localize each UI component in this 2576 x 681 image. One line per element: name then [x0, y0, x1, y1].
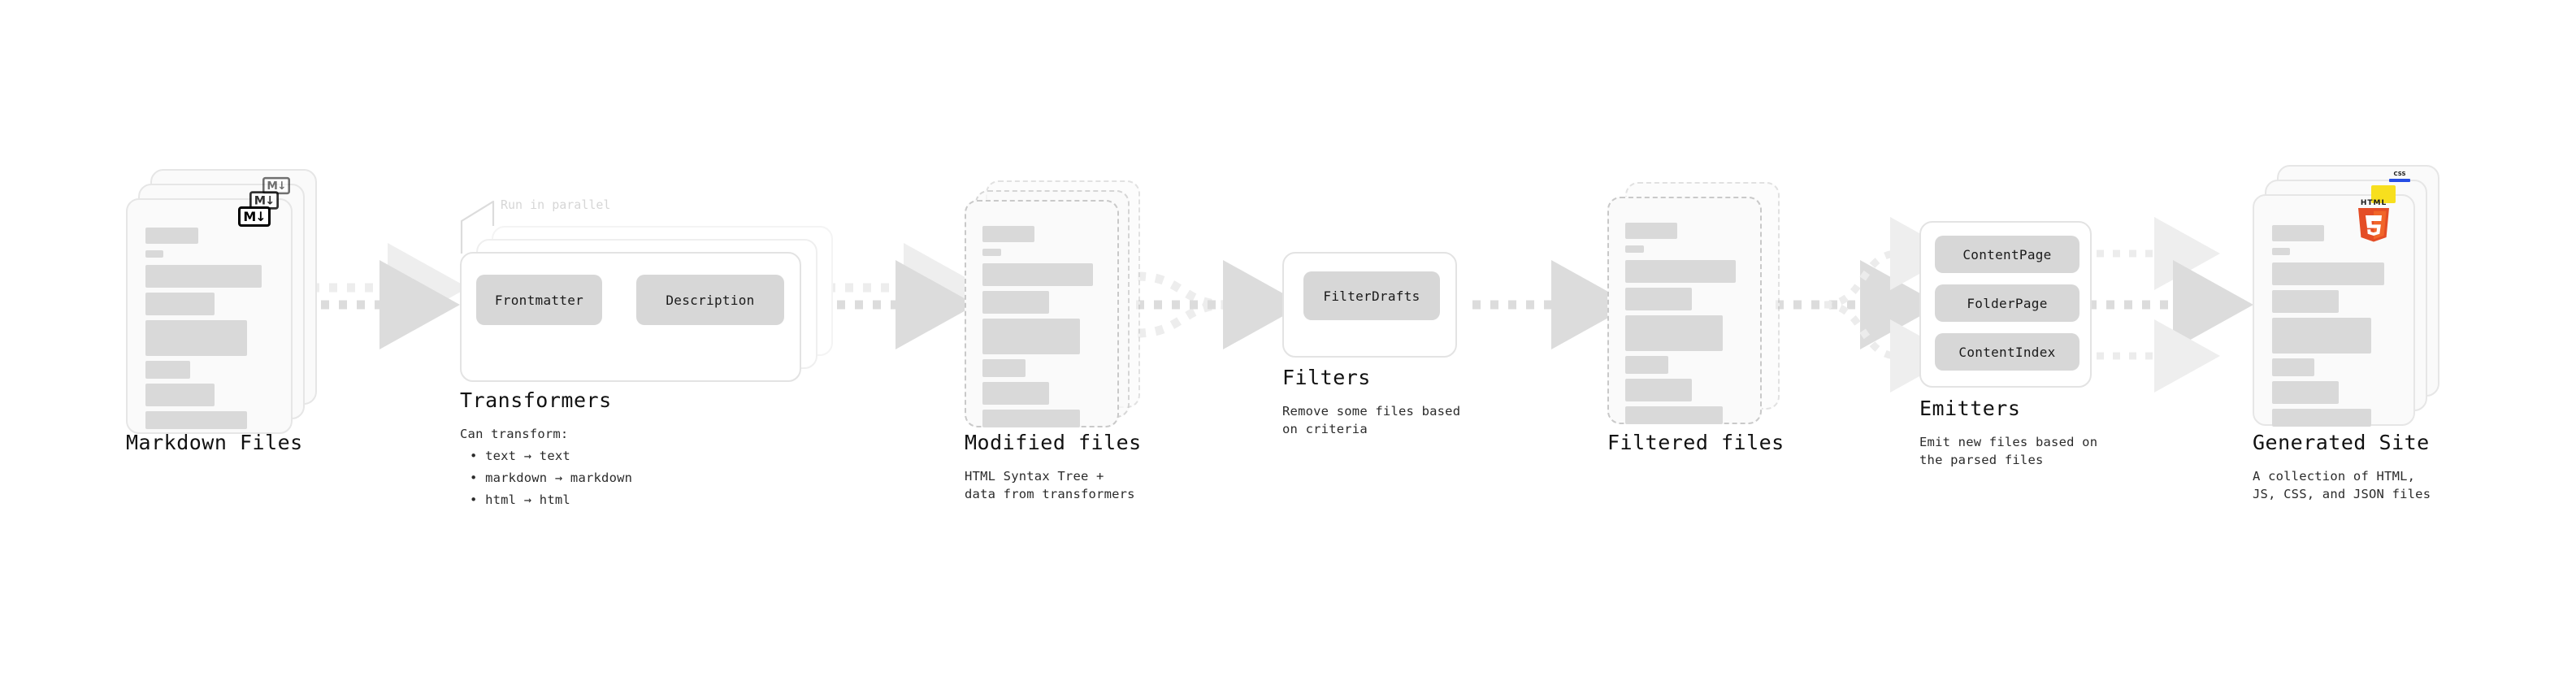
emitter-pill-contentindex[interactable]: ContentIndex [1935, 333, 2079, 371]
filters-panel: FilterDrafts [1282, 252, 1457, 358]
stage-title-filtered-files: Filtered files [1607, 431, 1785, 454]
markdown-icon-letter: M [254, 193, 266, 207]
skeleton-bar [1625, 223, 1677, 239]
skeleton-bar [982, 382, 1049, 405]
css3-icon: CSS [2389, 171, 2410, 182]
skeleton-bar [1625, 406, 1723, 424]
markdown-icon-letter: M [243, 208, 256, 224]
connector-markdown-to-transformers [303, 243, 468, 349]
emitters-panel: ContentPage FolderPage ContentIndex [1919, 221, 2092, 388]
skeleton-bar [145, 293, 215, 315]
skeleton-bar [145, 411, 247, 429]
stage-title-filters: Filters [1282, 366, 1371, 389]
markdown-icon: M↓ [238, 206, 271, 227]
skeleton-bar [1625, 356, 1668, 374]
skeleton-bar [1625, 245, 1644, 253]
html5-icon: HTML [2355, 200, 2392, 242]
stage-title-markdown-files: Markdown Files [126, 431, 303, 454]
css3-icon-label: CSS [2393, 171, 2406, 177]
skeleton-bar [982, 410, 1080, 427]
skeleton-bar [1625, 379, 1692, 401]
skeleton-bar [145, 228, 198, 244]
stage-title-modified-files: Modified files [965, 431, 1142, 454]
emitter-pill-contentpage[interactable]: ContentPage [1935, 236, 2079, 273]
stage-title-emitters: Emitters [1919, 397, 2021, 420]
skeleton-bar [982, 226, 1034, 242]
html5-icon-wordmark: HTML [2360, 199, 2387, 207]
skeleton-bar [2272, 381, 2339, 404]
modified-card-front [965, 200, 1119, 427]
js-icon [2371, 185, 2396, 203]
transformers-bullet-1: • markdown → markdown [470, 471, 633, 485]
generated-card-front-html [2253, 194, 2415, 427]
filter-pill-filterdrafts[interactable]: FilterDrafts [1303, 271, 1440, 320]
skeleton-bar [145, 265, 262, 288]
skeleton-bar [1625, 315, 1723, 351]
run-in-parallel-label: Run in parallel [501, 197, 611, 212]
transformer-pill-description[interactable]: Description [636, 275, 784, 325]
filtered-card-front [1607, 197, 1762, 424]
transformers-subtitle: Can transform: [460, 427, 569, 441]
generated-site-subtitle: A collection of HTML, JS, CSS, and JSON … [2253, 469, 2431, 502]
skeleton-bar [2272, 318, 2371, 354]
skeleton-bar [982, 249, 1001, 256]
markdown-card-front [126, 198, 293, 434]
skeleton-bar [2272, 409, 2371, 427]
skeleton-bar [2272, 262, 2384, 285]
skeleton-bar [982, 263, 1093, 286]
css3-icon-bar [2389, 179, 2410, 182]
skeleton-bar [2272, 290, 2339, 313]
transformers-bullet-2: • html → html [470, 492, 570, 507]
skeleton-bar [145, 361, 190, 379]
modified-files-subtitle: HTML Syntax Tree + data from transformer… [965, 469, 1135, 502]
skeleton-bar [1625, 288, 1692, 310]
connector-modified-to-filters [1136, 260, 1303, 349]
stage-title-generated-site: Generated Site [2253, 431, 2430, 454]
connector-filtered-to-emitters [1776, 217, 1956, 393]
markdown-icon-arrow: ↓ [265, 193, 275, 207]
markdown-icon-letter: M [267, 179, 278, 193]
skeleton-bar [2272, 358, 2314, 376]
skeleton-bar [145, 250, 163, 258]
skeleton-bar [145, 320, 247, 356]
html5-icon-shield [2358, 208, 2389, 242]
emitters-subtitle: Emit new files based on the parsed files [1919, 435, 2098, 468]
emitter-pill-folderpage[interactable]: FolderPage [1935, 284, 2079, 322]
transformer-panel-front: Frontmatter Description [460, 252, 801, 382]
skeleton-bar [982, 291, 1049, 314]
skeleton-bar [982, 359, 1026, 377]
markdown-icon-arrow: ↓ [277, 179, 286, 193]
stage-title-transformers: Transformers [460, 388, 612, 412]
skeleton-bar [2272, 248, 2290, 255]
skeleton-bar [1625, 260, 1736, 283]
connector-transformers-to-modified [819, 243, 984, 349]
transformers-bullet-0: • text → text [470, 449, 570, 463]
transformer-pill-frontmatter[interactable]: Frontmatter [476, 275, 602, 325]
filters-subtitle: Remove some files based on criteria [1282, 404, 1461, 437]
skeleton-bar [145, 384, 215, 406]
skeleton-bar [982, 319, 1080, 354]
skeleton-bar [2272, 225, 2324, 241]
connector-emitters-to-generated [2080, 217, 2253, 393]
markdown-icon-arrow: ↓ [255, 208, 266, 224]
